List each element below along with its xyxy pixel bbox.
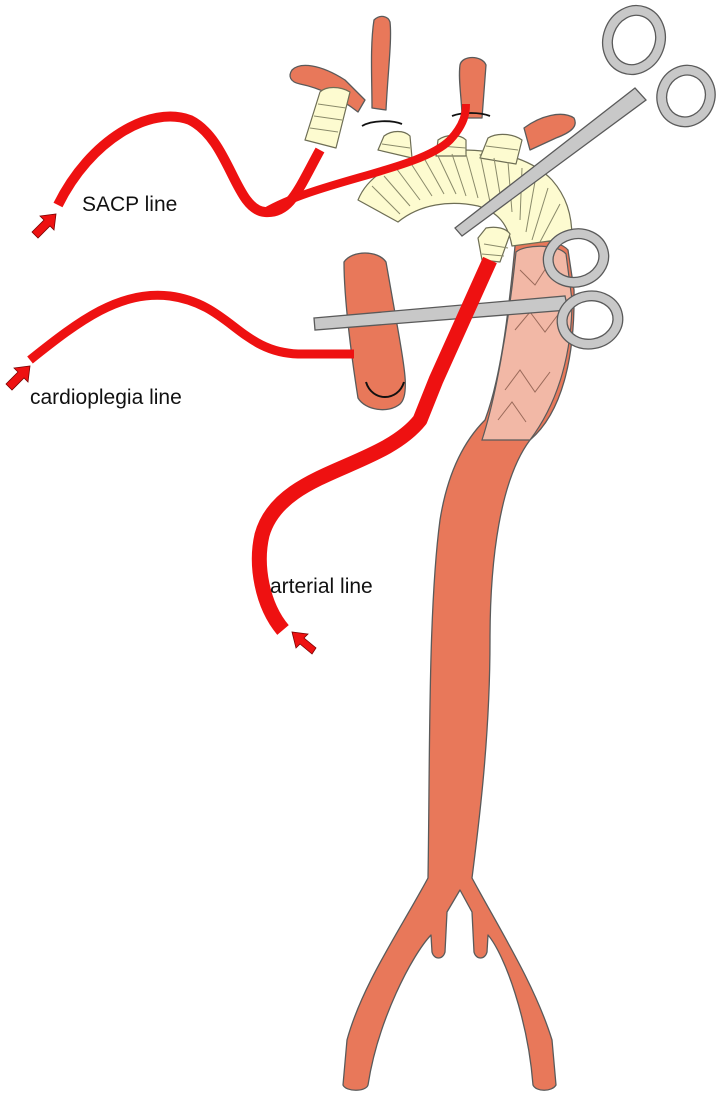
vessel-ties [361,112,491,127]
aortic-valve-suture [365,381,405,398]
arterial-flow-arrow [291,631,317,655]
stent-struts [497,264,563,423]
dacron-graft [304,86,573,263]
arterial-tube [251,256,497,635]
graft-branch-4 [479,133,523,165]
left-subclavian [523,113,576,151]
left-common-carotid [458,56,487,119]
descending-aorta [342,239,575,1091]
graft-corrugations [309,103,561,257]
graft-arterial-sidearm [477,226,511,263]
perfusion-lines [27,103,497,635]
ascending-aorta-stump [343,252,406,411]
sacp-flow-arrow [31,213,57,239]
upper-clamp-jaw [454,87,647,237]
flow-arrow-icon [5,213,317,655]
cardioplegia-line-label: cardioplegia line [30,386,182,409]
brachiocephalic-trunk [370,15,392,111]
clamp-icon [313,4,716,350]
cardioplegia-tube [27,290,354,364]
arterial-line-label: arterial line [270,575,373,598]
sacp-line-label: SACP line [82,193,177,216]
sacp-tube-branch [262,103,470,216]
cardioplegia-flow-arrow [5,365,31,391]
graft-branch-2 [377,130,413,159]
